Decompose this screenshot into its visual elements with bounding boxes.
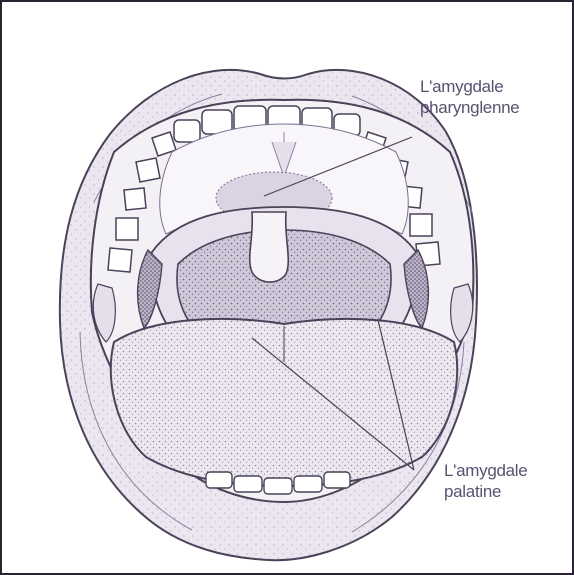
tongue xyxy=(111,319,457,486)
palatine-label-line1: L'amygdale xyxy=(444,460,527,481)
pharyngeal-label-line1: L'amygdale xyxy=(420,76,519,97)
pharyngeal-label-line2: pharynglenne xyxy=(420,97,519,118)
uvula xyxy=(250,212,289,282)
palatine-label-line2: palatine xyxy=(444,481,527,502)
pharyngeal-tonsil-label: L'amygdale pharynglenne xyxy=(420,76,519,118)
palatine-tonsil-label: L'amygdale palatine xyxy=(444,460,527,502)
